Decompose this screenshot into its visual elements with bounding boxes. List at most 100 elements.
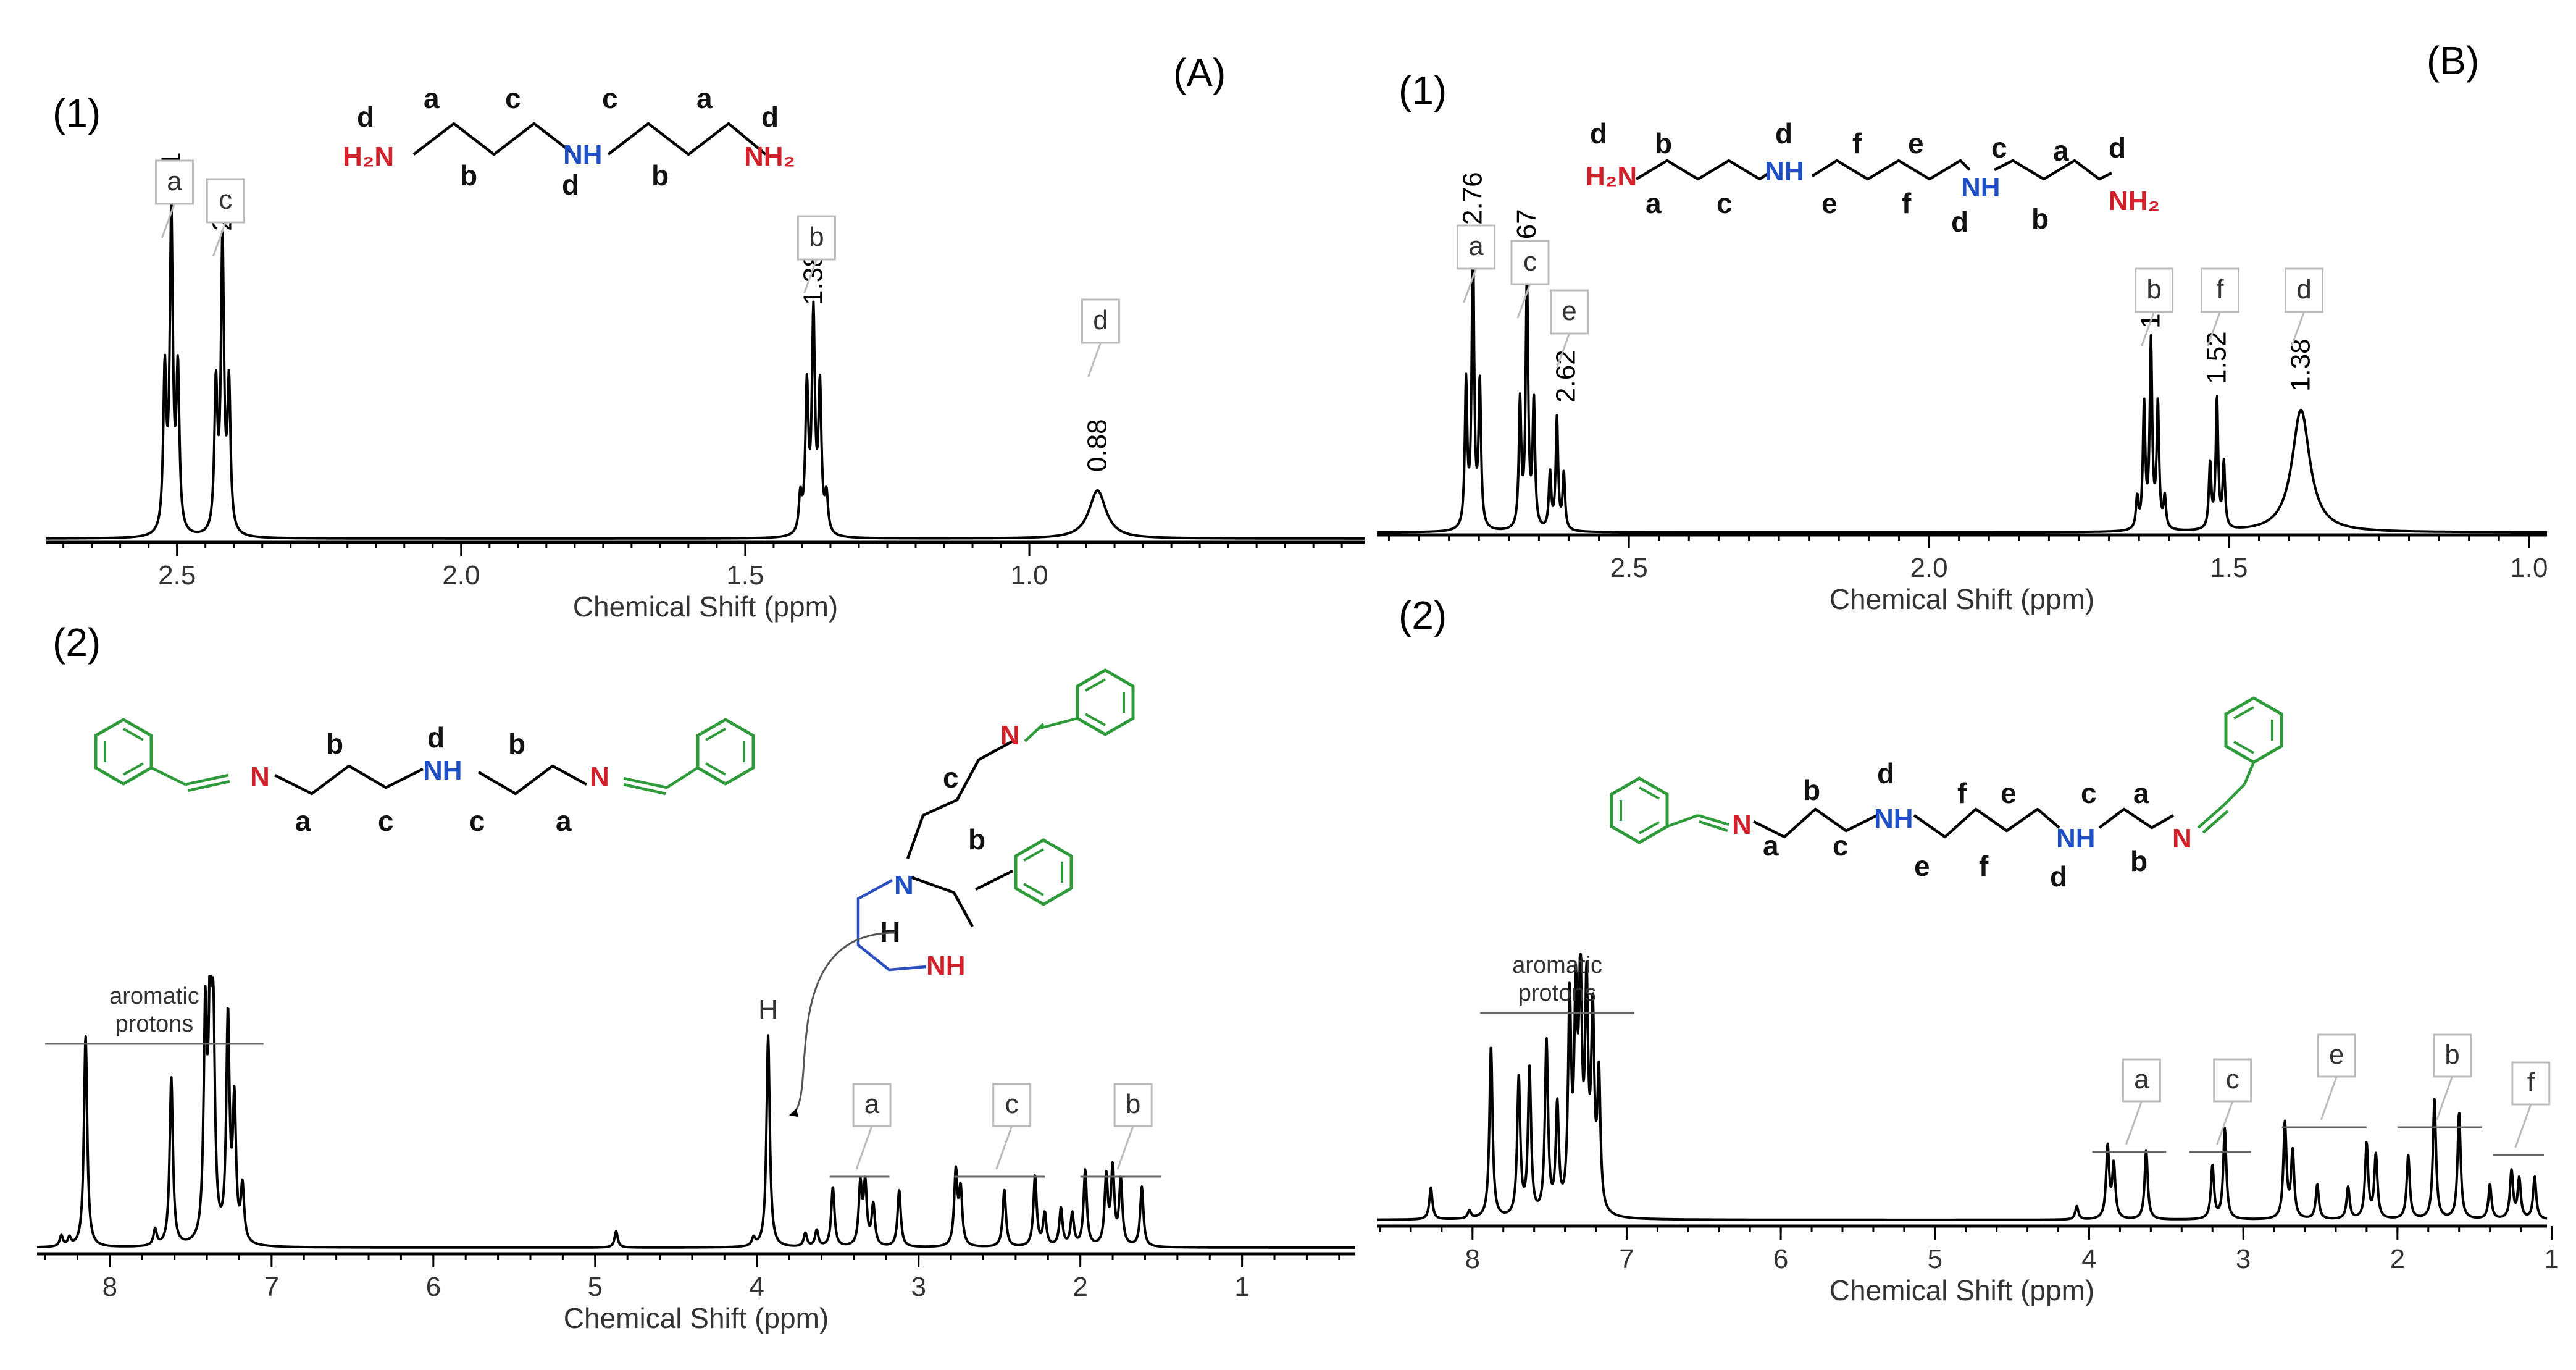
spectrum-line <box>1376 232 2548 534</box>
peak-shift-label: 2.62 <box>1551 350 1581 403</box>
atom-n-right: N <box>590 762 609 792</box>
benzene-ring-icon <box>1014 838 1073 906</box>
label-a: a <box>696 82 713 114</box>
x-tick-label: 7 <box>264 1272 279 1302</box>
sub-label-a1: (1) <box>52 91 101 135</box>
callout-tail <box>2216 1101 2234 1145</box>
label-b: b <box>2130 845 2147 877</box>
atom-n-left: N <box>250 762 270 792</box>
spectrum-line <box>1376 953 2548 1221</box>
label-c: c <box>378 805 394 837</box>
label-d: d <box>1951 206 1968 238</box>
atom-h2n-left: H₂N <box>1586 161 1637 191</box>
callout-tail <box>1463 268 1477 303</box>
x-tick-label: 1.5 <box>2210 553 2248 583</box>
callout-box <box>1550 289 1589 335</box>
callout-label: b <box>2444 1040 2459 1070</box>
panel-label-b: (B) <box>2427 38 2479 83</box>
atom-nh2-right: NH₂ <box>2109 186 2160 216</box>
label-b: b <box>508 728 525 760</box>
label-d: d <box>427 721 445 754</box>
spectrum-line <box>45 203 1366 540</box>
x-tick-label: 8 <box>1465 1244 1480 1274</box>
atom-n-left: N <box>1732 810 1752 840</box>
label-b: b <box>2031 203 2049 235</box>
label-c: c <box>1833 830 1849 862</box>
x-axis-label: Chemical Shift (ppm) <box>573 590 838 623</box>
callout-box <box>2135 267 2174 313</box>
label-c: c <box>602 82 618 114</box>
label-b: b <box>326 728 343 760</box>
atom-nh-2: NH <box>1961 172 2001 203</box>
molecule-a2: N NH N b d b a c c a <box>94 718 755 837</box>
callout-tail <box>855 1125 873 1170</box>
callout-tail <box>2125 1101 2143 1145</box>
label-c: c <box>1991 132 2007 164</box>
label-f: f <box>1979 850 1989 882</box>
atom-nh-2: NH <box>2056 823 2096 854</box>
callout-box <box>2432 1033 2472 1078</box>
label-b: b <box>1803 774 1820 806</box>
callout-label: d <box>1093 305 1108 335</box>
aromatic-label: protons <box>1518 980 1597 1006</box>
callout-label: a <box>167 166 182 196</box>
label-f: f <box>1852 127 1862 159</box>
benzene-ring-icon <box>1076 668 1135 736</box>
x-tick-label: 3 <box>2236 1244 2251 1274</box>
callout-tail <box>1556 333 1570 368</box>
label-d: d <box>2050 860 2067 893</box>
label-b: b <box>460 159 477 191</box>
peak-h-label: H <box>758 994 778 1025</box>
x-tick-label: 8 <box>102 1272 117 1302</box>
atom-nh-center: NH <box>563 140 603 170</box>
callout-tail <box>1087 342 1102 377</box>
aromatic-label: aromatic <box>109 983 199 1009</box>
callout-tail <box>2320 1076 2338 1120</box>
label-e: e <box>1821 187 1838 219</box>
atom-nh-1: NH <box>1874 804 1913 834</box>
callout-label: f <box>2216 274 2224 305</box>
callout-tail <box>2514 1104 2532 1148</box>
x-tick-label: 2 <box>1073 1272 1087 1302</box>
callout-tail <box>2291 311 2305 347</box>
callout-tail <box>995 1125 1013 1170</box>
x-tick-label: 4 <box>2081 1244 2096 1274</box>
atom-nh-ring: NH <box>926 951 966 981</box>
label-c: c <box>505 82 521 114</box>
callout-tail <box>161 203 175 238</box>
callout-tail <box>1516 284 1531 319</box>
peak-shift-label: 1.38 <box>2286 338 2316 392</box>
x-tick-label: 5 <box>588 1272 603 1302</box>
callout-label: c <box>219 185 232 215</box>
molecule-b1: H₂N NH NH NH₂ d b d f e c a d a c e f d … <box>1586 117 2160 238</box>
label-d: d <box>1877 757 1894 789</box>
atom-h2n-left: H₂N <box>343 141 394 172</box>
callout-label: a <box>1468 231 1484 261</box>
callout-box <box>2511 1061 2551 1106</box>
x-tick-label: 2.0 <box>442 560 480 590</box>
callout-label: a <box>864 1089 880 1119</box>
label-a: a <box>1763 830 1779 862</box>
callout-tail <box>2436 1076 2453 1120</box>
callout-label: c <box>1005 1089 1019 1119</box>
panel-label-a: (A) <box>1173 51 1226 95</box>
peak-shift-label: 1.38 <box>798 252 828 305</box>
callout-box <box>154 159 194 205</box>
aromatic-label: protons <box>115 1011 194 1037</box>
callout-box <box>1456 224 1495 270</box>
molecule-b2: N NH NH N b d f e c a a c e f d b <box>1610 696 2283 893</box>
label-d: d <box>2109 132 2126 164</box>
x-axis-label: Chemical Shift (ppm) <box>564 1302 829 1334</box>
label-a: a <box>556 805 572 837</box>
callout-label: e <box>1562 296 1576 326</box>
molecule-a1: H₂N NH NH₂ d a c c a d b d b <box>343 82 795 201</box>
peak-shift-label: 1.52 <box>2202 331 2232 384</box>
callout-label: c <box>1523 246 1537 277</box>
x-tick-label: 1.5 <box>726 560 764 590</box>
label-c: c <box>1717 187 1733 219</box>
x-tick-label: 1.0 <box>1010 560 1048 590</box>
x-tick-label: 2.5 <box>1610 553 1648 583</box>
